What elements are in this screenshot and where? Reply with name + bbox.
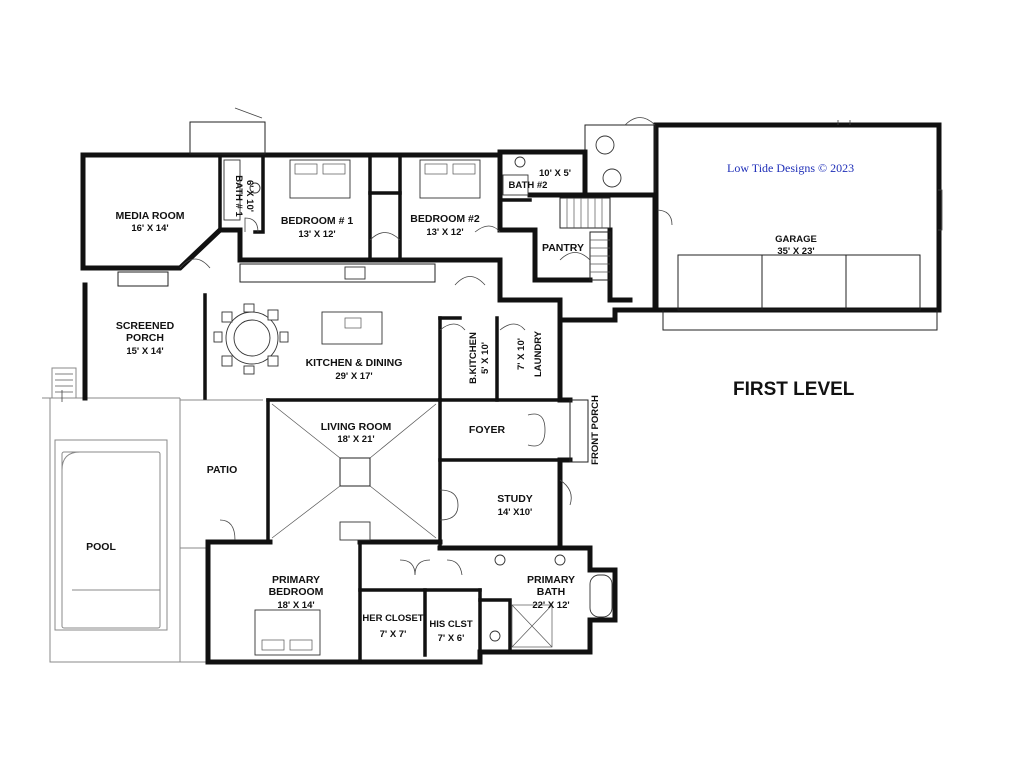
label-pool: POOL [86,541,116,553]
label-primary-bath-1: PRIMARY [527,574,575,586]
label-his-closet: HIS CLST [429,619,472,630]
label-bath2: BATH #2 [509,180,548,191]
label-bath1: BATH # 1 [233,175,244,217]
fixtures [117,107,613,656]
doors [61,217,591,576]
label-study-size: 14' X10' [498,507,533,518]
room-labels: MEDIA ROOM 16' X 14' BATH # 1 6' X 10' B… [86,168,817,644]
label-bath1-size: 6' X 10' [244,180,255,212]
pool-area [42,367,263,663]
label-primary-bedroom-1: PRIMARY [272,574,320,586]
label-screened-porch-1: SCREENED [116,320,175,332]
label-kitchen-dining-size: 29' X 17' [335,371,372,382]
label-patio: PATIO [207,464,238,476]
label-bedroom2: BEDROOM #2 [410,213,480,225]
stairs [559,197,611,281]
label-media-room-size: 16' X 14' [131,223,168,234]
label-laundry: LAUNDRY [533,330,544,377]
level-title: FIRST LEVEL [733,379,855,400]
label-bedroom2-size: 13' X 12' [426,227,463,238]
label-his-closet-size: 7' X 6' [438,633,465,644]
garage-structure [584,117,943,331]
label-b-kitchen: B.KITCHEN [468,332,479,384]
label-bedroom1-size: 13' X 12' [298,229,335,240]
label-b-kitchen-size: 5' X 10' [480,342,491,374]
label-primary-bedroom-size: 18' X 14' [277,600,314,611]
label-living-room: LIVING ROOM [321,421,392,433]
designer-credit: Low Tide Designs © 2023 [727,161,854,175]
exterior-walls [80,149,659,665]
label-pantry: PANTRY [542,242,584,254]
interior-walls [203,153,562,664]
label-foyer: FOYER [469,424,506,436]
label-bedroom1: BEDROOM # 1 [281,215,354,227]
label-her-closet-size: 7' X 7' [380,629,407,640]
label-garage-size: 35' X 23' [777,246,814,257]
label-primary-bedroom-2: BEDROOM [269,586,324,598]
label-screened-porch-2: PORCH [126,332,164,344]
label-primary-bath-size: 22' X 12' [532,600,569,611]
label-media-room: MEDIA ROOM [115,210,184,222]
label-her-closet: HER CLOSET [362,613,423,624]
label-study: STUDY [497,493,533,505]
front-porch-structure [569,399,589,463]
label-garage: GARAGE [775,234,817,245]
label-living-room-size: 18' X 21' [337,434,374,445]
label-primary-bath-2: BATH [537,586,565,598]
label-front-porch: FRONT PORCH [590,395,601,465]
label-laundry-size: 7' X 10' [516,338,527,370]
label-kitchen-dining: KITCHEN & DINING [306,357,403,369]
label-screened-porch-size: 15' X 14' [126,346,163,357]
label-bath2-size: 10' X 5' [539,168,571,179]
